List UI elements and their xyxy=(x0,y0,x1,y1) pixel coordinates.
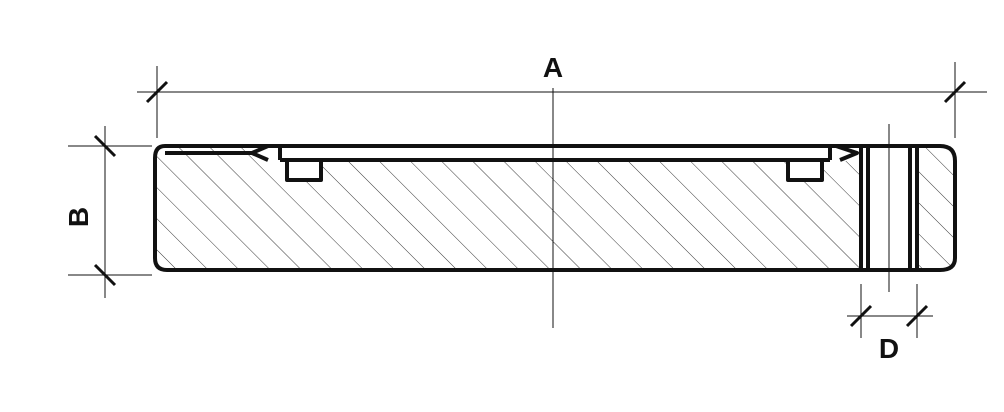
dimension-d-label: D xyxy=(879,333,899,364)
dimension-b-label: B xyxy=(63,207,94,227)
dimension-a-label: A xyxy=(543,52,563,83)
hatched-section xyxy=(155,146,955,270)
body-outline xyxy=(153,144,957,272)
recess-tab-right xyxy=(786,158,824,182)
dimension-b xyxy=(68,126,152,298)
top-recess xyxy=(165,144,859,182)
bore-hole xyxy=(859,146,919,270)
dimension-a xyxy=(137,62,987,138)
recess-tab-left xyxy=(285,158,323,182)
dimension-d xyxy=(847,284,933,338)
